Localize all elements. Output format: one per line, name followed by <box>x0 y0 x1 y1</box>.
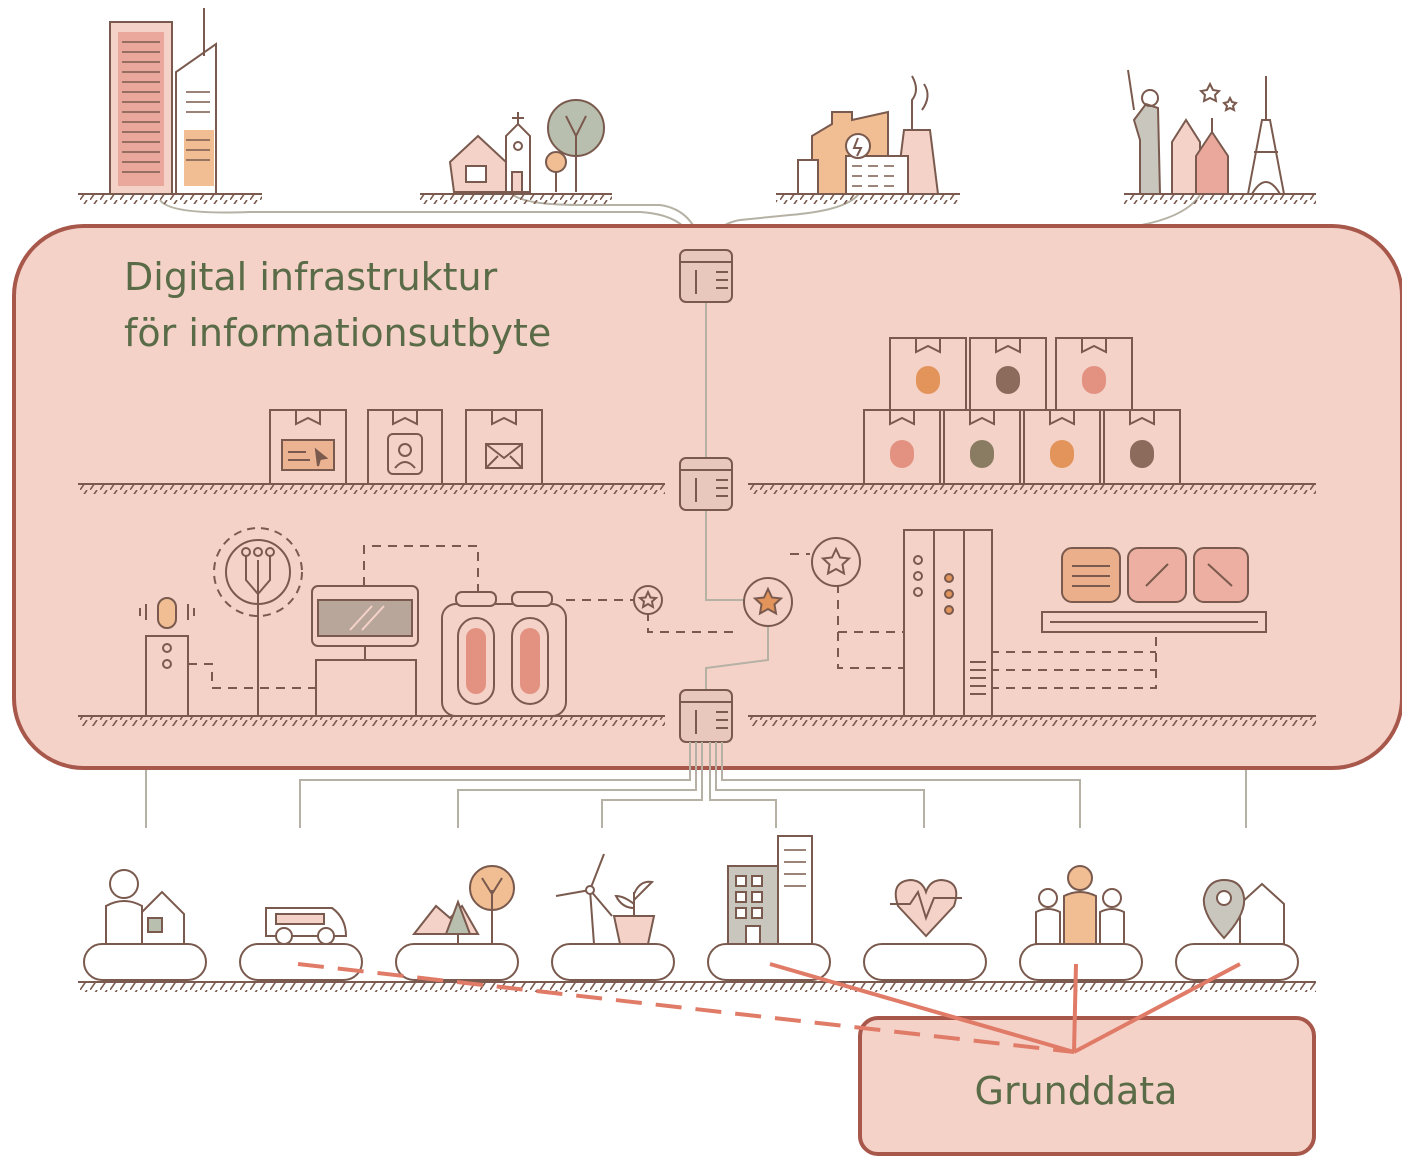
bus-icon <box>265 907 348 945</box>
location-home-icon <box>1202 878 1285 945</box>
bottom-connectors <box>145 742 1247 828</box>
terminal-icon <box>311 585 419 717</box>
health-heart-icon <box>890 878 962 938</box>
stacked-boxes <box>863 337 1181 485</box>
infrastructure-title-line2: för informationsutbyte <box>124 311 551 355</box>
family-icon <box>1035 865 1125 945</box>
star-badge-center-icon <box>743 577 793 627</box>
basedata-box <box>858 1016 1316 1156</box>
top-ground-lines <box>78 193 1316 204</box>
factory-icon <box>797 75 940 195</box>
identity-box-icon <box>367 409 443 485</box>
basedata-links <box>297 962 1241 1054</box>
office-building-icon <box>727 835 813 945</box>
star-badge-small-icon <box>633 585 663 615</box>
hub-middle <box>679 457 733 511</box>
storage-unit-icon <box>441 591 567 717</box>
village-icon <box>448 99 605 193</box>
person-home-icon <box>105 869 185 945</box>
nature-icon <box>411 865 515 944</box>
message-box-icon <box>465 409 543 485</box>
star-badge-right-icon <box>811 537 861 587</box>
city-skyscraper-icon <box>109 8 217 195</box>
dashed-links <box>188 545 1157 689</box>
hub-spine <box>705 302 769 690</box>
server-cabinet-icon <box>903 529 993 717</box>
bottom-ground <box>78 981 1316 992</box>
hub-bottom <box>679 689 733 743</box>
bottom-pedestals <box>83 943 1299 981</box>
monitor-rack-icon <box>1041 547 1267 633</box>
landmarks-icon <box>1127 69 1285 195</box>
wind-energy-icon <box>555 853 656 945</box>
infrastructure-title-line1: Digital infrastruktur <box>124 255 498 299</box>
hub-top <box>679 249 733 303</box>
sensor-device-icon <box>139 597 195 717</box>
payment-box-icon <box>269 409 347 485</box>
basedata-label: Grunddata <box>975 1069 1178 1113</box>
antenna-tower-icon <box>213 527 303 716</box>
